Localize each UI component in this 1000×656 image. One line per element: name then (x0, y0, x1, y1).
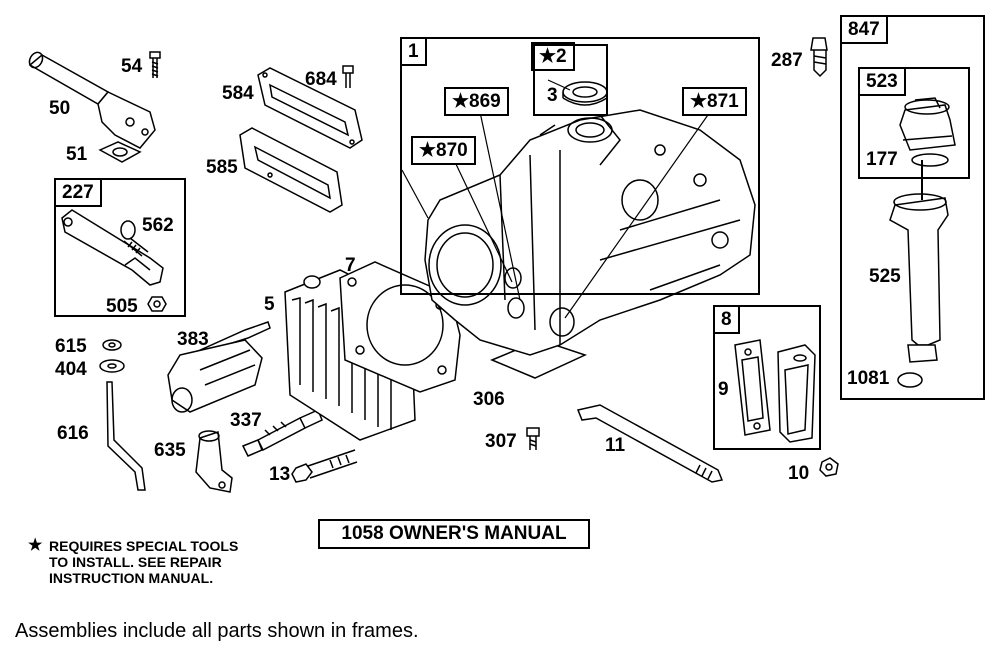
frame-871-label: ★871 (682, 87, 747, 116)
part-label-615: 615 (55, 336, 87, 357)
part-label-635: 635 (154, 440, 186, 461)
frame-2-label: ★2 (531, 42, 575, 71)
owners-manual-label: 1058 OWNER'S MANUAL (318, 519, 590, 549)
frame-227-label: 227 (54, 178, 102, 207)
part-383-drawing (168, 322, 270, 412)
part-label-1081: 1081 (847, 368, 890, 389)
bolt-13-drawing (292, 450, 357, 482)
part-label-13: 13 (269, 464, 291, 485)
frame-523-label: 523 (858, 67, 906, 96)
intake-tube-drawing (27, 50, 155, 148)
washer-404-hole (108, 364, 116, 368)
frame-870-label: ★870 (411, 136, 476, 165)
part-label-9: 9 (718, 379, 729, 400)
part-label-306: 306 (473, 389, 505, 410)
part-label-287: 287 (771, 50, 803, 71)
washer-615-hole (109, 343, 115, 347)
note-line-3: INSTRUCTION MANUAL. (49, 570, 214, 586)
rod-616-drawing (107, 382, 145, 490)
bolt-54-drawing (150, 52, 160, 78)
gasket-51-drawing (100, 142, 140, 162)
part-label-383: 383 (177, 329, 209, 350)
note-line-2: TO INSTALL. SEE REPAIR (49, 554, 222, 570)
part-label-562: 562 (142, 215, 174, 236)
frame-8-label: 8 (713, 305, 740, 334)
gasket-584-drawing (258, 68, 362, 148)
part-label-177: 177 (866, 149, 898, 170)
part-label-11: 11 (605, 435, 626, 456)
special-tools-note: ★ REQUIRES SPECIAL TOOLS TO INSTALL. SEE… (28, 538, 239, 587)
part-label-585: 585 (206, 157, 238, 178)
part-label-50: 50 (49, 98, 71, 119)
part-label-584: 584 (222, 83, 254, 104)
part-label-684: 684 (305, 69, 337, 90)
frame-227: 227 (54, 178, 186, 317)
frame-523: 523 (858, 67, 970, 179)
part-label-337: 337 (230, 410, 262, 431)
footer-note: Assemblies include all parts shown in fr… (15, 620, 419, 642)
frame-847: 847 (840, 15, 985, 400)
tube-11-drawing (578, 405, 722, 482)
part-label-10: 10 (788, 463, 810, 484)
part-label-54: 54 (121, 56, 143, 77)
dipstick-cap-drawing (900, 98, 955, 150)
frame-1-label: 1 (400, 37, 427, 66)
leader-lines (402, 80, 710, 318)
part-label-51: 51 (66, 144, 88, 165)
gasket-51-hole (113, 148, 127, 156)
part-label-525: 525 (869, 266, 901, 287)
frame-869-label: ★869 (444, 87, 509, 116)
washer-404-drawing (100, 360, 124, 372)
o-ring-1081-drawing (898, 373, 922, 387)
frame-8: 8 (713, 305, 821, 450)
frame-2: ★2 (531, 42, 607, 74)
frame-847-label: 847 (840, 15, 888, 44)
gasket-585-drawing (240, 128, 342, 212)
plug-10-drawing (820, 458, 838, 476)
part-label-307: 307 (485, 431, 517, 452)
fitting-635-drawing (196, 431, 232, 492)
part-label-404: 404 (55, 359, 87, 380)
spark-plug-337-drawing (243, 410, 322, 456)
screw-307-drawing (527, 428, 539, 450)
screw-562-drawing (121, 221, 148, 256)
star-icon: ★ (28, 537, 43, 554)
frame-1: 1 (400, 37, 760, 295)
bracket-227-drawing (62, 210, 163, 285)
part-label-505: 505 (106, 296, 138, 317)
bolt-287-drawing (811, 38, 827, 76)
gasket-9-drawing (735, 340, 770, 435)
part-label-3: 3 (547, 85, 558, 106)
cover-8-drawing (778, 345, 815, 442)
tube-525-drawing (890, 160, 948, 362)
screw-684-drawing (343, 66, 353, 88)
washer-615-drawing (103, 340, 121, 350)
part-label-616: 616 (57, 423, 89, 444)
nut-505-drawing (148, 297, 166, 311)
frame-2-outline (533, 44, 608, 116)
part-label-5: 5 (264, 294, 275, 315)
note-line-1: REQUIRES SPECIAL TOOLS (49, 538, 239, 554)
part-label-7: 7 (345, 255, 356, 276)
